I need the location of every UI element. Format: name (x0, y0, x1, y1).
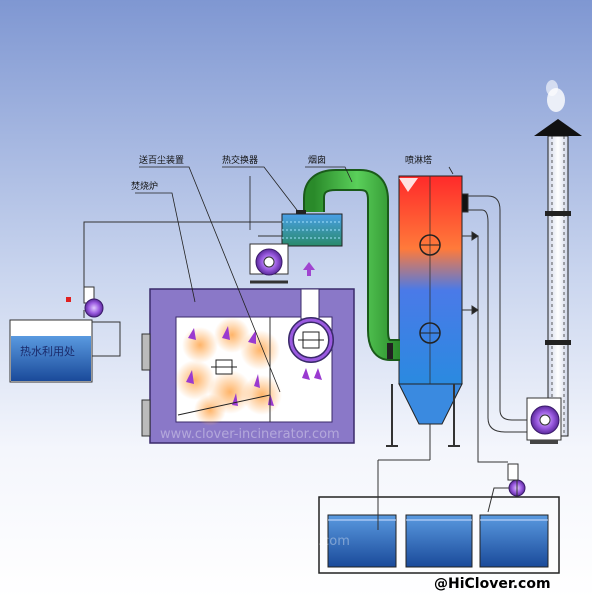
hot-water-pipe (66, 221, 282, 357)
watermark-short: .com (318, 534, 350, 549)
flue-pipe (303, 169, 400, 361)
chimney-fan (526, 397, 562, 444)
spray-tower (386, 175, 463, 460)
label-dust-chamber: 送百尘装置 (139, 154, 184, 166)
watermark: www.clover-incinerator.com (160, 427, 340, 442)
heat-exchanger (281, 210, 343, 247)
updraft-arrow (303, 262, 315, 276)
credit-text: @HiClover.com (434, 576, 551, 592)
chimney-cap (534, 119, 582, 136)
secondary-burner (288, 317, 334, 380)
label-flue: 烟囱 (308, 154, 326, 166)
leader-lines (135, 166, 454, 393)
spray-water-line (462, 231, 508, 463)
label-spray-tower: 喷淋塔 (405, 154, 432, 166)
hot-water-tank (9, 319, 93, 383)
chimney (534, 80, 582, 437)
furnace-fan (249, 243, 289, 284)
incinerator-furnace (141, 288, 355, 444)
label-heat-exchanger: 热交换器 (222, 154, 258, 166)
label-hot-water-use: 热水利用处 (20, 345, 75, 358)
circulation-pump (487, 463, 526, 513)
water-tanks (318, 459, 560, 574)
label-incinerator: 焚烧炉 (131, 180, 158, 192)
hot-water-pump (83, 286, 104, 318)
